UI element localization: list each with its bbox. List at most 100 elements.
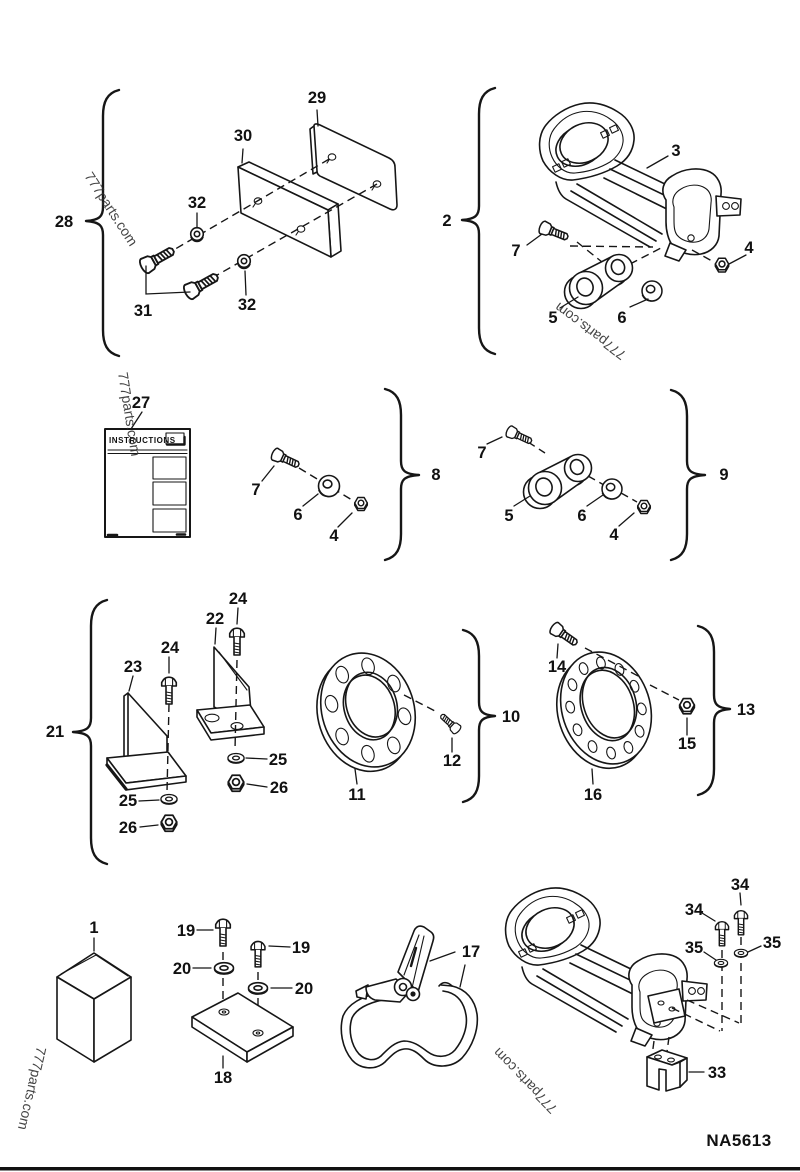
callout-23: 23 [124,658,142,676]
part-15-nut [678,697,696,715]
part-25-washer [227,752,245,764]
part-20-washer [213,961,235,975]
part-31-bolt [180,268,222,302]
callout-17: 17 [462,943,480,961]
part-19-bolt [214,918,232,947]
callout-1: 1 [89,919,98,937]
callout-10: 10 [502,708,520,726]
callout-12: 12 [443,752,461,770]
callout-2: 2 [442,212,451,230]
part-7-bolt [536,219,571,245]
frame-weldment [504,887,708,1047]
callout-6: 6 [617,309,626,327]
part-26-nut [160,814,178,833]
brace-21 [71,598,109,866]
part-23-bracket [105,692,187,791]
callout-32: 32 [188,194,206,212]
callout-30: 30 [234,127,252,145]
watermark: 777parts.com [81,169,141,249]
brace-8 [383,387,421,562]
instructions-title: INSTRUCTIONS [109,436,176,445]
callout-20: 20 [295,980,313,998]
brace-10 [461,628,497,804]
part-5-link [522,453,593,510]
group-28-mounting-plate-kit: 28 29 30 32 32 31 [55,88,398,358]
diagram-code: NA5613 [706,1131,771,1150]
callout-26: 26 [119,819,137,837]
group-21-bracket-kit: 21 23 24 22 24 25 26 25 26 [46,590,288,866]
callout-20: 20 [173,960,191,978]
group-2-frame-kit: 2 3 7 5 6 4 777parts.com [442,86,754,363]
brace-9 [669,388,707,562]
part-7-bolt [269,446,302,472]
callout-24: 24 [229,590,248,608]
group-9-link-kit: 7 5 6 4 9 [477,388,729,562]
callout-29: 29 [308,89,326,107]
part-34-bolt [714,920,730,947]
callout-7: 7 [511,242,520,260]
part-11-spacer-ring [316,652,417,773]
callout-6: 6 [293,506,302,524]
group-8-hardware-kit: 7 6 4 8 [251,387,441,562]
callout-7: 7 [477,444,486,462]
callout-4: 4 [744,239,754,257]
part-25-washer [160,793,178,805]
part-6-spacer [641,280,663,302]
callout-5: 5 [504,507,513,525]
callout-3: 3 [671,142,680,160]
part-1-kit-box: 1 [56,919,132,1063]
part-4-nut [353,496,369,512]
brace-2 [460,86,497,356]
page-bottom-border [0,1167,800,1171]
group-10-spacer-kit: 11 12 10 [316,628,520,804]
callout-4: 4 [609,526,619,544]
part-16-spacer-ring [555,651,653,770]
callout-6: 6 [577,507,586,525]
part-3-frame-weldment [538,102,742,262]
part-19-bolt [250,940,266,968]
callout-25: 25 [269,751,287,769]
group-33-frame-mount: 34 34 35 35 33 [504,876,781,1092]
callout-31: 31 [134,302,152,320]
callout-22: 22 [206,610,224,628]
ratchet-buckle [355,925,435,1003]
callout-34: 34 [731,876,750,894]
callout-25: 25 [119,792,137,810]
callout-7: 7 [251,481,260,499]
callout-35: 35 [685,939,703,957]
callout-28: 28 [55,213,73,231]
part-5-link [563,253,634,310]
part-32-washer [189,226,205,243]
part-27-instructions-sheet: INSTRUCTIONS 27 777parts.com [104,371,191,538]
part-7-bolt [503,424,535,448]
part-17-strap: 17 [340,925,480,1069]
part-4-nut [714,257,730,273]
part-35-washer [733,948,749,958]
callout-26: 26 [270,779,288,797]
callout-34: 34 [685,901,704,919]
part-24-bolt [228,627,246,656]
callout-21: 21 [46,723,64,741]
callout-16: 16 [584,786,602,804]
part-26-nut [227,774,245,793]
callout-33: 33 [708,1064,726,1082]
callout-4: 4 [329,527,339,545]
part-6-spacer [601,478,623,500]
callout-35: 35 [763,934,781,952]
callout-32: 32 [238,296,256,314]
callout-19: 19 [177,922,195,940]
part-24-bolt [160,676,178,705]
part-31-bolt [136,242,178,276]
part-33-bracket [646,1049,688,1092]
watermark: 777parts.com [15,1045,50,1131]
part-34-bolt [733,909,749,936]
part-22-bracket [196,646,265,741]
brace-28 [84,88,121,358]
callout-14: 14 [548,658,567,676]
callout-8: 8 [431,466,440,484]
callout-9: 9 [719,466,728,484]
part-14-bolt [547,620,581,650]
brace-13 [696,624,732,797]
